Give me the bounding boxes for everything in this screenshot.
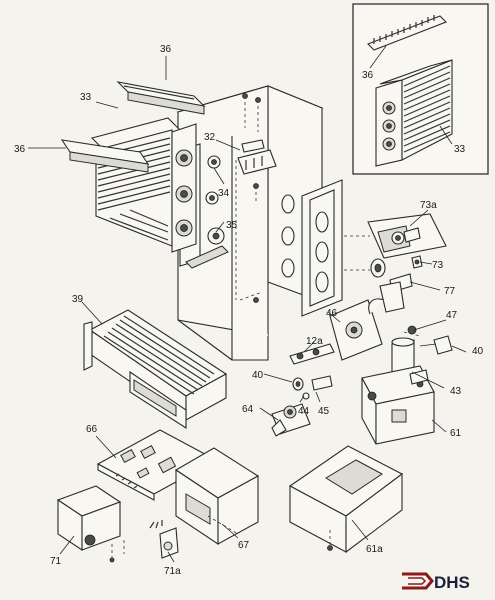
callout-12a: 12a	[306, 336, 323, 347]
callout-36-top: 36	[160, 44, 172, 55]
callout-34: 34	[218, 188, 230, 199]
callout-36-inset: 36	[362, 70, 374, 81]
callout-67: 67	[238, 540, 250, 551]
callout-71a: 71a	[164, 566, 181, 577]
burner-assembly	[83, 309, 228, 430]
callout-44: 44	[298, 406, 310, 417]
callout-66: 66	[86, 424, 98, 435]
callout-45: 45	[318, 406, 330, 417]
callout-43: 43	[450, 386, 462, 397]
regulator-fitting	[271, 403, 311, 437]
burner-housing	[176, 85, 343, 361]
callout-33-inset: 33	[454, 144, 466, 155]
heat-exchanger	[90, 117, 225, 253]
callout-35: 35	[226, 220, 238, 231]
gas-valve	[361, 337, 435, 445]
mounting-bracket	[174, 447, 260, 546]
manifold-gasket	[329, 281, 421, 361]
baffle-top	[116, 81, 206, 115]
callout-40-left: 40	[252, 370, 264, 381]
inset-detail	[352, 3, 489, 175]
dhs-logo: DHS	[402, 572, 470, 592]
leader-lines	[28, 45, 467, 563]
callout-46: 46	[326, 308, 338, 319]
callout-32: 32	[204, 132, 216, 143]
callout-36-left: 36	[14, 144, 26, 155]
callout-73: 73	[432, 260, 444, 271]
callout-40-right: 40	[472, 346, 484, 357]
callout-39: 39	[72, 294, 84, 305]
baffle-left	[60, 139, 150, 173]
callout-33-main: 33	[80, 92, 92, 103]
pilot-assembly	[344, 213, 447, 293]
control-board	[96, 429, 218, 501]
callout-71: 71	[50, 556, 62, 567]
logo-text: DHS	[434, 573, 470, 592]
callout-47: 47	[446, 310, 458, 321]
callout-64: 64	[242, 404, 254, 415]
transformer	[56, 485, 125, 563]
callout-labels: 36 36 36 33 33 32 34 35 73a 73 77 39 46 …	[14, 44, 484, 577]
switch-block	[237, 139, 277, 204]
logo-arrow-icon	[402, 572, 434, 590]
callout-61a: 61a	[366, 544, 383, 555]
small-fittings	[289, 335, 453, 400]
callout-61: 61	[450, 428, 462, 439]
switch-71a	[149, 520, 179, 559]
callout-73a: 73a	[420, 200, 437, 211]
valve-cover	[288, 445, 404, 554]
callout-77: 77	[444, 286, 456, 297]
